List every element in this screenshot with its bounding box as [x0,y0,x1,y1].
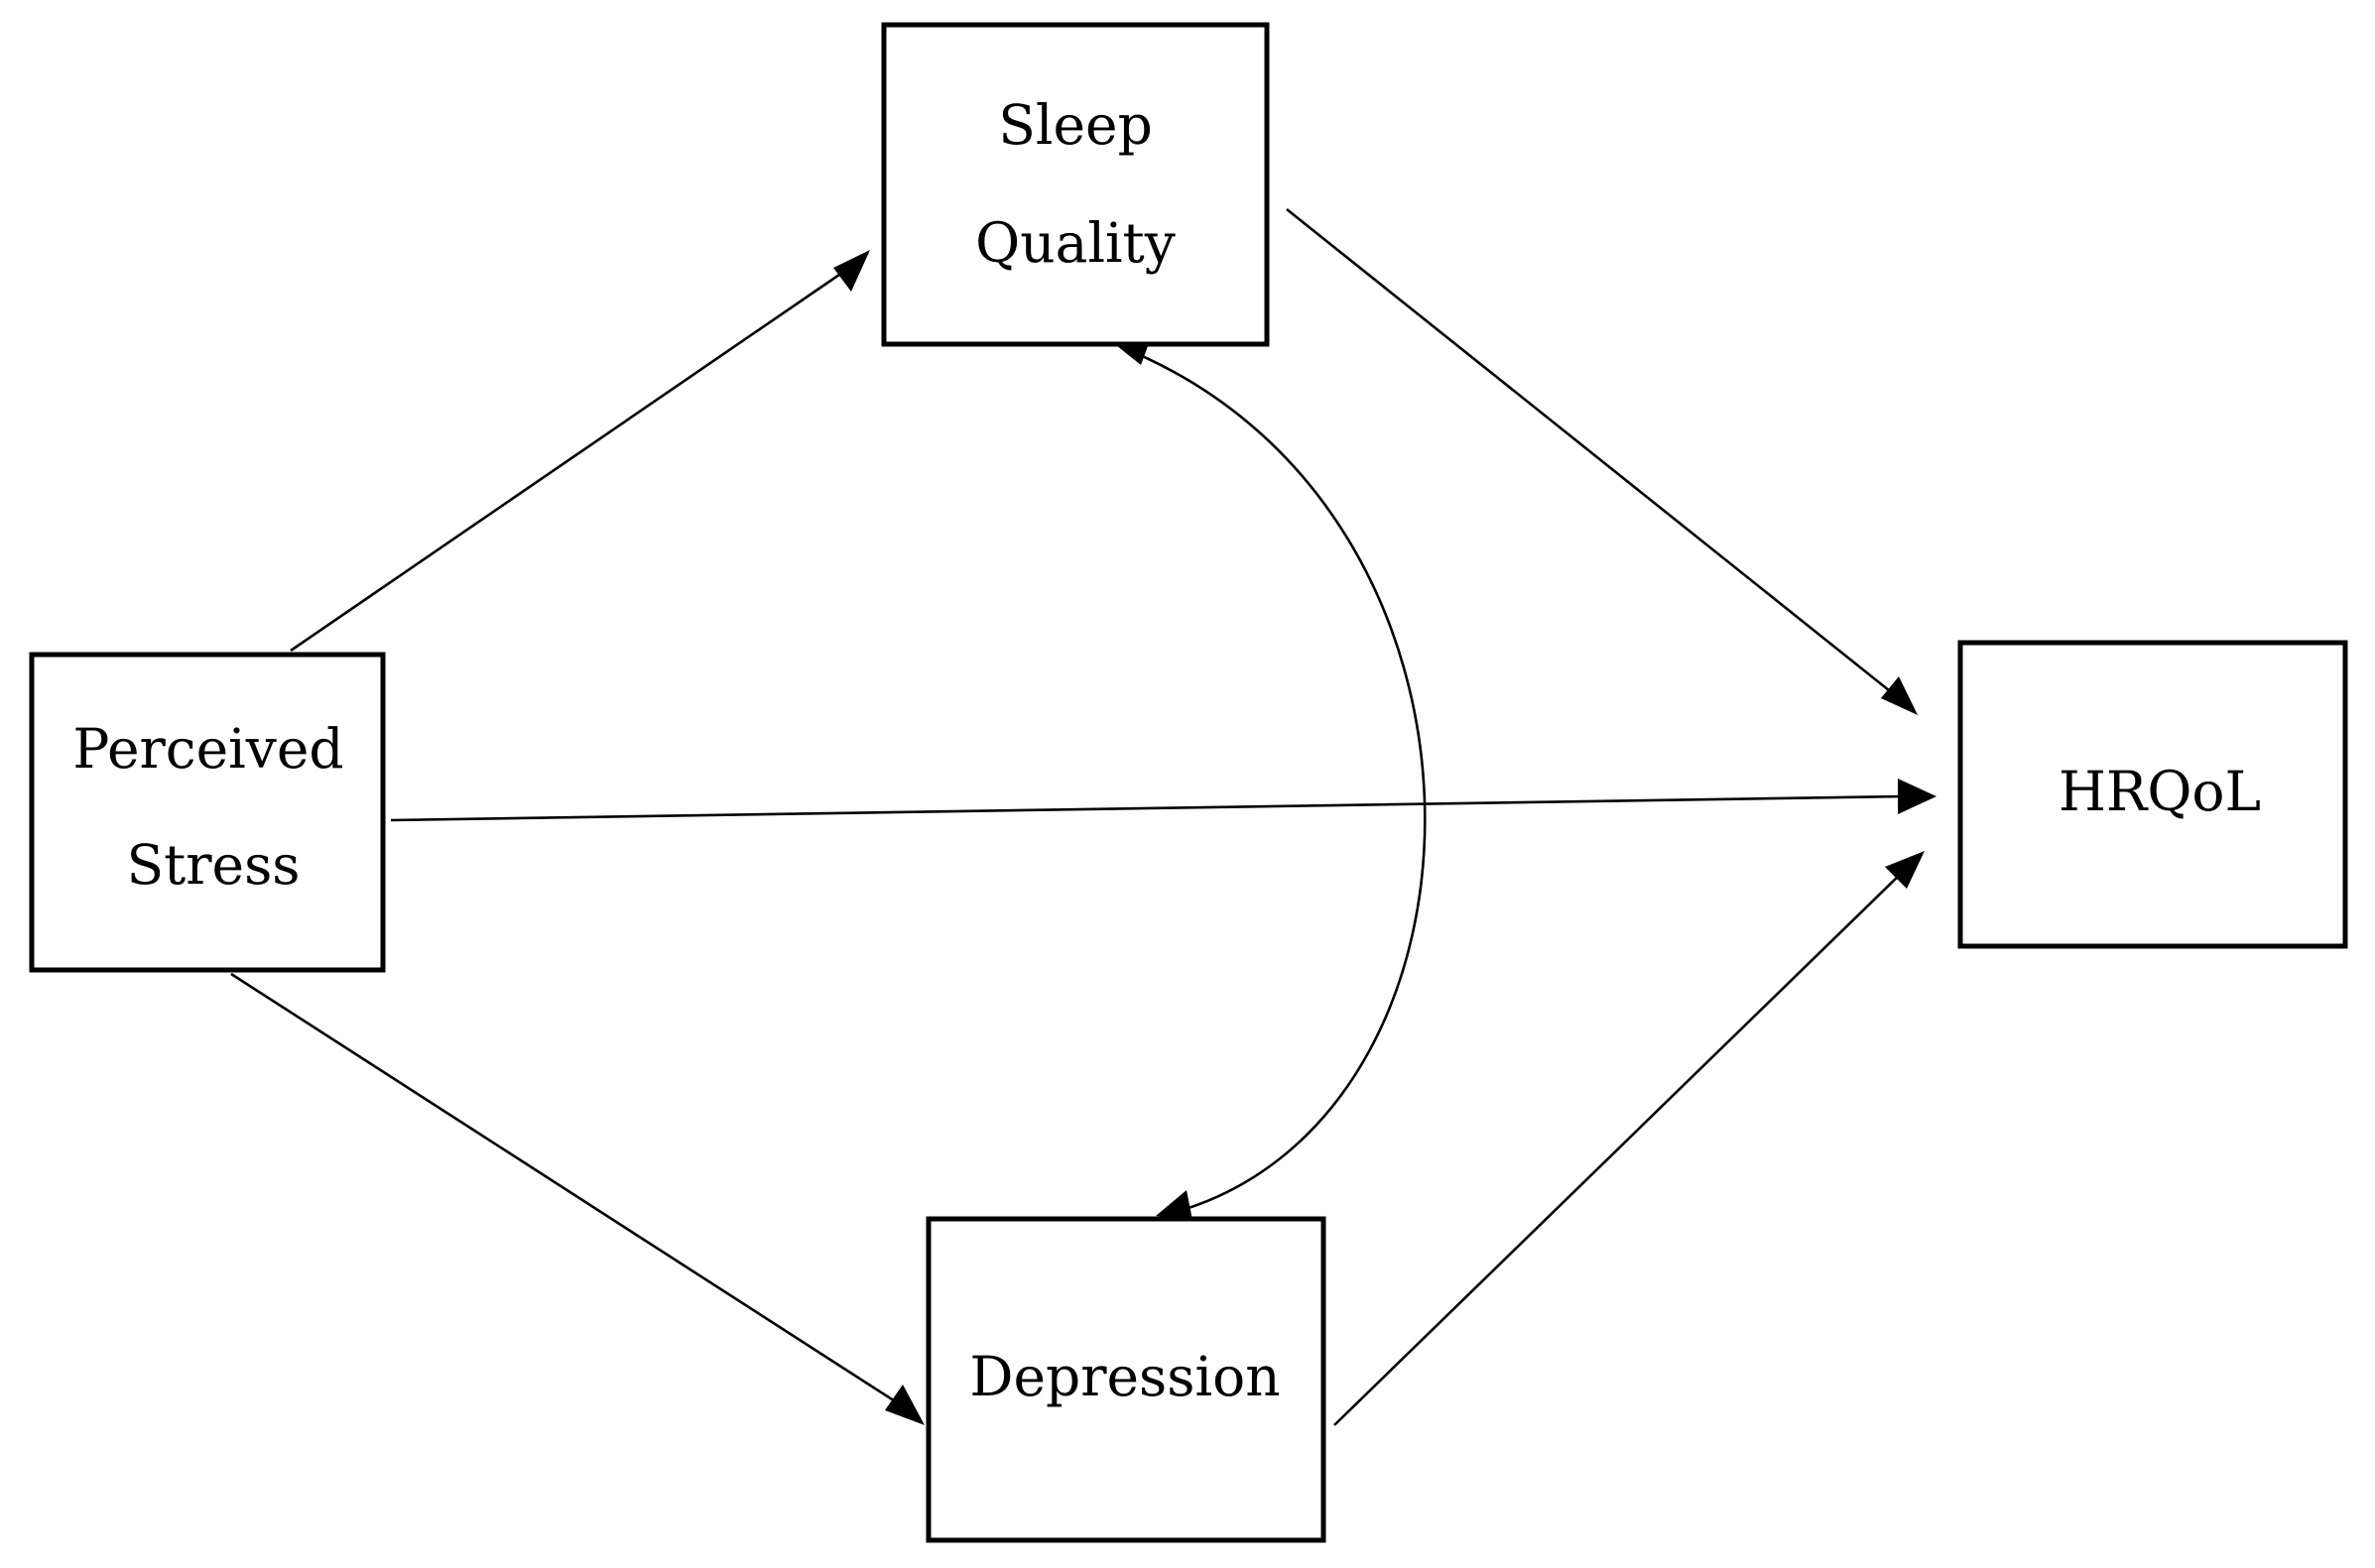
edge-sleep-depression-covariance [1130,349,1427,1210]
perceived-stress-box [29,652,386,973]
edge-stress-to-hrqol [390,794,1906,822]
perceived-stress-label-line1: Perceived [72,717,343,781]
sleep-quality-label-line2: Quality [975,211,1176,275]
arrowhead-cov-at-depression [1156,1190,1192,1220]
depression-label: Depression [969,1345,1280,1408]
arrowhead-at-sleep [833,250,870,292]
node-hrqol: HRQoL [1957,640,2348,949]
sleep-quality-box [881,22,1270,347]
edge-sleep-to-hrqol [1286,207,1900,700]
arrowhead-at-hrqol-bottom [1885,851,1925,889]
depression-box [926,1216,1326,1543]
hrqol-label: HRQoL [2059,760,2261,823]
edge-depression-to-hrqol [1333,870,1905,1426]
hrqol-box [1957,640,2348,949]
perceived-stress-label-line2: Stress [126,833,300,897]
arrowhead-at-hrqol-middle [1898,779,1937,814]
arrowhead-at-depression [885,1385,925,1425]
node-depression: Depression [926,1216,1326,1543]
node-perceived-stress: Perceived Stress [29,652,386,973]
edge-stress-to-depression [230,972,904,1408]
arrowhead-at-hrqol-top [1881,676,1918,715]
sleep-quality-label-line1: Sleep [998,93,1153,157]
node-sleep-quality: Sleep Quality [881,22,1270,347]
edge-stress-to-sleep [290,262,856,653]
